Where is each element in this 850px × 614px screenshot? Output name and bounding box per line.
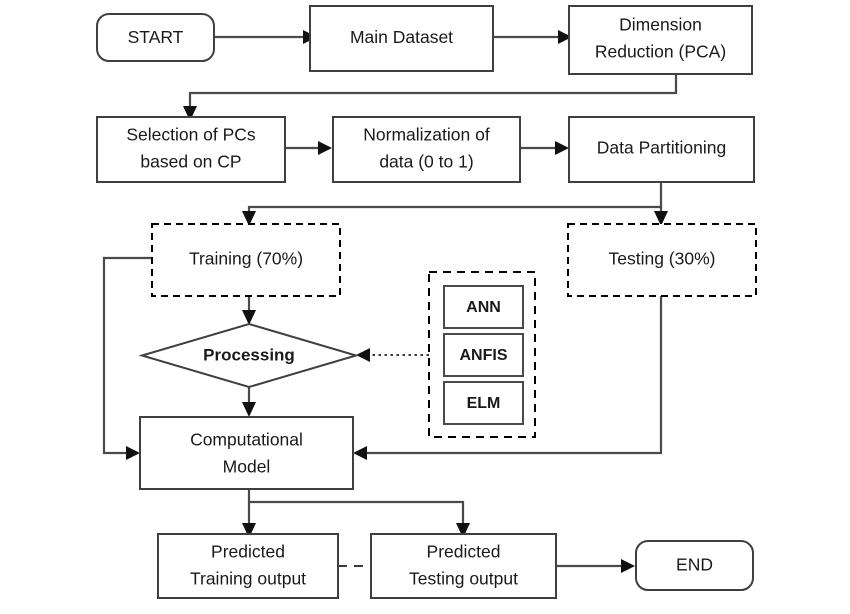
end-shape[interactable]: [635, 540, 754, 591]
dimension-reduction-label-line1: Dimension: [619, 15, 702, 35]
edge-selection-pcs-to-normalization: [285, 141, 332, 155]
computational-model-shape[interactable]: [139, 416, 354, 490]
edge-computational-model-to-predicted-training: [242, 489, 256, 538]
node-normalization[interactable]: Normalization of data (0 to 1): [332, 116, 521, 183]
selection-pcs-shape[interactable]: [96, 116, 286, 183]
selection-pcs-label-line2: based on CP: [140, 152, 241, 172]
node-selection-pcs[interactable]: Selection of PCs based on CP: [96, 116, 286, 183]
edge-training-to-computational-model: [102, 256, 160, 460]
node-start[interactable]: START: [96, 13, 215, 62]
predicted-testing-output-shape[interactable]: [370, 533, 557, 599]
computational-model-label-line2: Model: [223, 457, 271, 477]
data-partitioning-label: Data Partitioning: [597, 138, 726, 158]
node-predicted-training-output[interactable]: Predicted Training output: [157, 533, 339, 599]
edge-training-to-processing: [242, 296, 256, 325]
training-label: Training (70%): [189, 249, 303, 269]
node-testing[interactable]: Testing (30%): [567, 223, 757, 297]
start-label: START: [128, 27, 184, 47]
edge-testing-to-computational-model: [353, 296, 663, 460]
main-dataset-label: Main Dataset: [350, 27, 453, 47]
node-end[interactable]: END: [635, 540, 754, 591]
algorithm-group-shape: [428, 271, 536, 438]
elm-label: ELM: [467, 395, 501, 412]
dimension-reduction-label-line2: Reduction (PCA): [595, 42, 726, 62]
dimension-reduction-shape[interactable]: [568, 5, 753, 75]
edge-main-dataset-to-dimension-reduction: [493, 30, 572, 44]
edge-data-partitioning-to-testing: [654, 207, 668, 226]
node-data-partitioning[interactable]: Data Partitioning: [568, 116, 755, 183]
node-algorithm-group: ANN ANFIS ELM: [428, 271, 536, 438]
start-shape[interactable]: [96, 13, 215, 62]
node-anfis[interactable]: ANFIS: [443, 333, 524, 377]
normalization-label-line2: data (0 to 1): [379, 152, 473, 172]
anfis-label: ANFIS: [460, 347, 508, 364]
processing-shape[interactable]: [138, 322, 360, 389]
normalization-label-line1: Normalization of: [363, 125, 490, 145]
edge-predicted-testing-to-end: [556, 559, 635, 573]
anfis-shape[interactable]: [443, 333, 524, 377]
end-label: END: [676, 555, 713, 575]
predicted-training-output-shape[interactable]: [157, 533, 339, 599]
edge-normalization-to-data-partitioning: [520, 141, 569, 155]
edge-processing-to-computational-model: [242, 387, 256, 417]
edge-computational-model-to-predicted-testing: [249, 500, 470, 538]
processing-label: Processing: [203, 345, 295, 364]
selection-pcs-label-line1: Selection of PCs: [126, 125, 256, 145]
node-dimension-reduction[interactable]: Dimension Reduction (PCA): [568, 5, 753, 75]
node-main-dataset[interactable]: Main Dataset: [309, 5, 494, 72]
node-elm[interactable]: ELM: [443, 381, 524, 425]
testing-label: Testing (30%): [609, 249, 716, 269]
ann-shape[interactable]: [443, 285, 524, 329]
testing-shape[interactable]: [567, 223, 757, 297]
predicted-training-output-label-line1: Predicted: [211, 542, 285, 562]
node-ann[interactable]: ANN: [443, 285, 524, 329]
edge-algorithms-to-processing: [356, 348, 429, 362]
node-computational-model[interactable]: Computational Model: [139, 416, 354, 490]
computational-model-label-line1: Computational: [190, 430, 303, 450]
data-partitioning-shape[interactable]: [568, 116, 755, 183]
edge-dimension-reduction-to-selection-pcs: [183, 74, 678, 121]
main-dataset-shape[interactable]: [309, 5, 494, 72]
node-processing[interactable]: Processing: [138, 322, 360, 389]
predicted-testing-output-label-line2: Testing output: [409, 569, 518, 589]
predicted-training-output-label-line2: Training output: [190, 569, 306, 589]
training-shape[interactable]: [151, 223, 341, 297]
ann-label: ANN: [466, 299, 501, 316]
normalization-shape[interactable]: [332, 116, 521, 183]
edge-data-partitioning-to-training: [242, 181, 663, 226]
predicted-testing-output-label-line1: Predicted: [427, 542, 501, 562]
elm-shape[interactable]: [443, 381, 524, 425]
node-training[interactable]: Training (70%): [151, 223, 341, 297]
node-predicted-testing-output[interactable]: Predicted Testing output: [370, 533, 557, 599]
edge-start-to-main-dataset: [214, 30, 317, 44]
